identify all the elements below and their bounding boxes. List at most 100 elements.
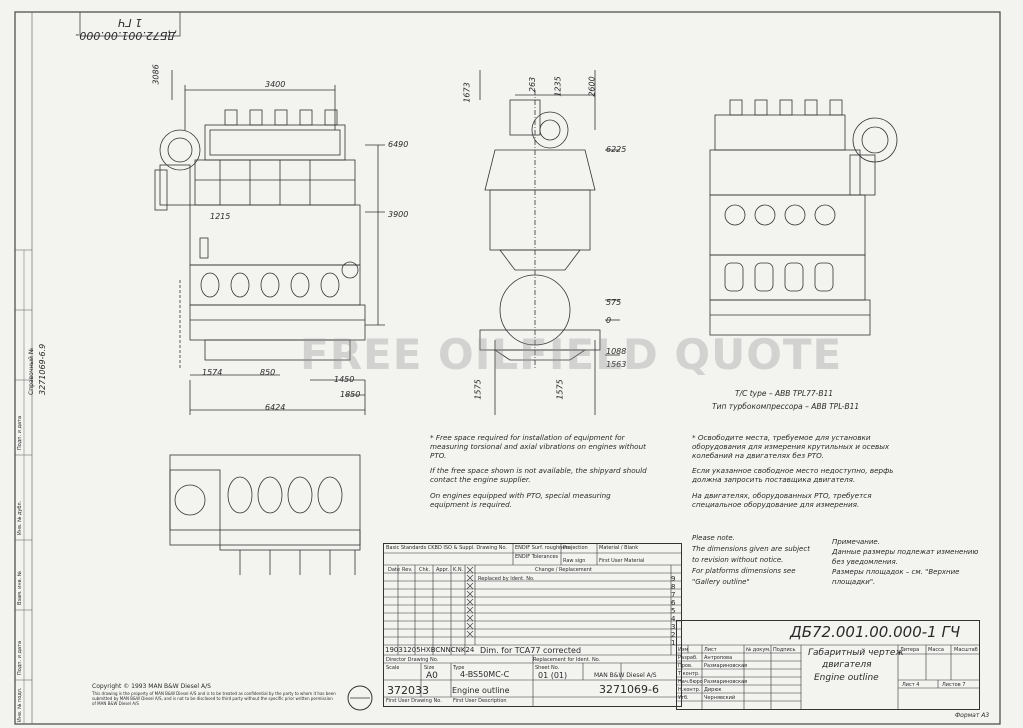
ru-cell: Подпись <box>773 647 796 653</box>
tb-revision-line: 19031205HXBCNNCNK24 <box>385 646 475 654</box>
ru-massa: Масса <box>928 647 944 653</box>
tb-surf: ENDIF Surf. roughness <box>515 545 571 551</box>
man-logo <box>347 685 373 711</box>
ru-list: Лист 4 <box>902 682 920 688</box>
ru-cell: Нач.бюро <box>678 679 703 685</box>
tb-rev-date: Date <box>388 567 400 573</box>
tb-rev-appr: Appr. <box>436 567 449 573</box>
tb-rev-chk: Chk. <box>419 567 431 573</box>
watermark: FREE OILFIELD QUOTE <box>300 330 843 379</box>
rev-numbers: 9 8 7 6 5 4 3 2 1 <box>671 575 675 647</box>
side-stamp-4: Инв. № дубл. <box>17 500 23 535</box>
ru-cell: Т.контр. <box>678 671 700 677</box>
ru-cell: Изм <box>678 647 689 653</box>
side-stamp-2: Подп. и дата <box>17 640 23 675</box>
tb-basic-std: Basic Standards CKBD ISO & Suppl. Drawin… <box>386 545 508 551</box>
dim-1850: 1850 <box>340 390 361 399</box>
tb-tolerances: ENDIF Tolerances <box>515 554 559 560</box>
ru-title-3: Engine outline <box>814 673 879 683</box>
primechanie-l4: площадки". <box>832 578 876 586</box>
legal-text: This drawing is the property of MAN B&W … <box>92 691 336 706</box>
ru-title-2: двигателя <box>822 660 872 670</box>
note-en-1: * Free space required for installation o… <box>430 433 646 460</box>
ru-listov: Листов 7 <box>942 682 966 688</box>
engine-side-view <box>154 70 385 415</box>
dim-850: 850 <box>260 368 276 377</box>
ru-cell: Н.контр. <box>678 687 701 693</box>
ru-cell: Размариновская <box>704 679 748 685</box>
ru-cell: Пров. <box>678 663 693 669</box>
tb-sheet-lbl: Sheet No. <box>535 665 560 671</box>
tb-revision-text: Dim. for TCA77 corrected <box>480 646 582 655</box>
rev-number: 4 <box>671 615 676 623</box>
please-note: Please note. The dimensions given are su… <box>692 533 810 588</box>
rev-number: 5 <box>671 607 676 615</box>
ru-cell: Разраб. <box>678 655 698 661</box>
please-note-l3: For platforms dimensions see <box>692 567 796 575</box>
engine-rear-side-view <box>709 99 898 336</box>
primechanie-title: Примечание. <box>832 538 880 546</box>
tb-size: A0 <box>426 671 438 681</box>
rev-number: 1 <box>671 639 676 647</box>
dim-1574: 1574 <box>202 368 223 377</box>
dim-3900: 3900 <box>388 210 409 219</box>
ru-cell: Дирюк <box>704 687 722 693</box>
tb-raw: Raw sign <box>563 558 586 564</box>
side-code: 3271069-6.9 <box>38 343 47 395</box>
tb-replaced-by: Replaced by Ident. No. <box>478 576 535 582</box>
tb-sheet: 01 (01) <box>538 671 568 680</box>
title-block-grid <box>383 543 682 707</box>
tb-rev-rev: Rev. <box>402 567 413 573</box>
tb-material: Material / Blank <box>599 545 639 551</box>
tb-first-user-drawing: First User Drawing No. <box>386 698 442 704</box>
dim-1575-b: 1575 <box>555 379 565 400</box>
note-en-3: On engines equipped with PTO, special me… <box>430 491 611 509</box>
ru-masshtab: Масштаб <box>954 647 978 653</box>
rev-number: 8 <box>671 583 676 591</box>
rev-number: 9 <box>671 575 676 583</box>
turbo-type-en: T/C type – ABB TPL77-B11 <box>735 389 834 398</box>
dim-1673: 1673 <box>462 82 472 103</box>
primechanie-l3: Размеры площадок – см. "Верхние <box>832 568 960 576</box>
ru-cell: Антропова <box>704 655 733 661</box>
rev-number: 3 <box>671 623 676 631</box>
engine-end-view <box>479 70 620 415</box>
dim-263: 263 <box>528 76 538 93</box>
note-en-2: If the free space shown is not available… <box>430 466 647 484</box>
dim-1563: 1563 <box>606 360 627 369</box>
tb-ident-no: 372033 <box>387 684 429 697</box>
please-note-l1: The dimensions given are subject <box>692 545 810 553</box>
rev-number: 7 <box>671 591 676 599</box>
tb-type-lbl: Type <box>453 665 465 671</box>
side-stamp-3: Взам. инв. № <box>17 571 23 605</box>
dim-2600: 2600 <box>587 76 597 97</box>
dim-1088: 1088 <box>606 347 627 356</box>
tb-type: 4-BS50MC-C <box>460 670 510 679</box>
ru-cell: Лист <box>704 647 717 653</box>
engine-plan-view <box>169 454 361 575</box>
dim-1215: 1215 <box>210 212 231 221</box>
dim-6225: 6225 <box>606 145 627 154</box>
tb-rev-change: Change / Replacement <box>535 567 592 573</box>
ru-cell: Чернявский <box>704 695 736 701</box>
ru-cell: Утб. <box>678 695 689 701</box>
ru-cell: № докум. <box>746 647 771 653</box>
dim-1575-a: 1575 <box>473 379 483 400</box>
turbo-type-ru: Тип турбокомпрессора – ABB TPL-B11 <box>712 402 860 411</box>
tb-first-user-desc: First User Description <box>453 698 507 704</box>
primechanie-l2: без уведомления. <box>832 558 898 566</box>
rev-number: 6 <box>671 599 676 607</box>
dim-6490: 6490 <box>388 140 409 149</box>
side-label: Справочный № <box>28 347 35 395</box>
note-ru-2: Если указанное свободное место недоступн… <box>692 466 894 484</box>
dim-6424: 6424 <box>265 403 286 412</box>
tb-replacement-for: Replacement for Ident. No. <box>533 657 601 663</box>
side-stamp-1: Инв. № подл. <box>17 687 23 723</box>
tb-projection: Projection <box>563 545 588 551</box>
note-ru-1: * Освободите места, требуемое для устано… <box>692 433 890 460</box>
dim-3400: 3400 <box>265 80 286 89</box>
tb-size-lbl: Size <box>424 665 435 671</box>
